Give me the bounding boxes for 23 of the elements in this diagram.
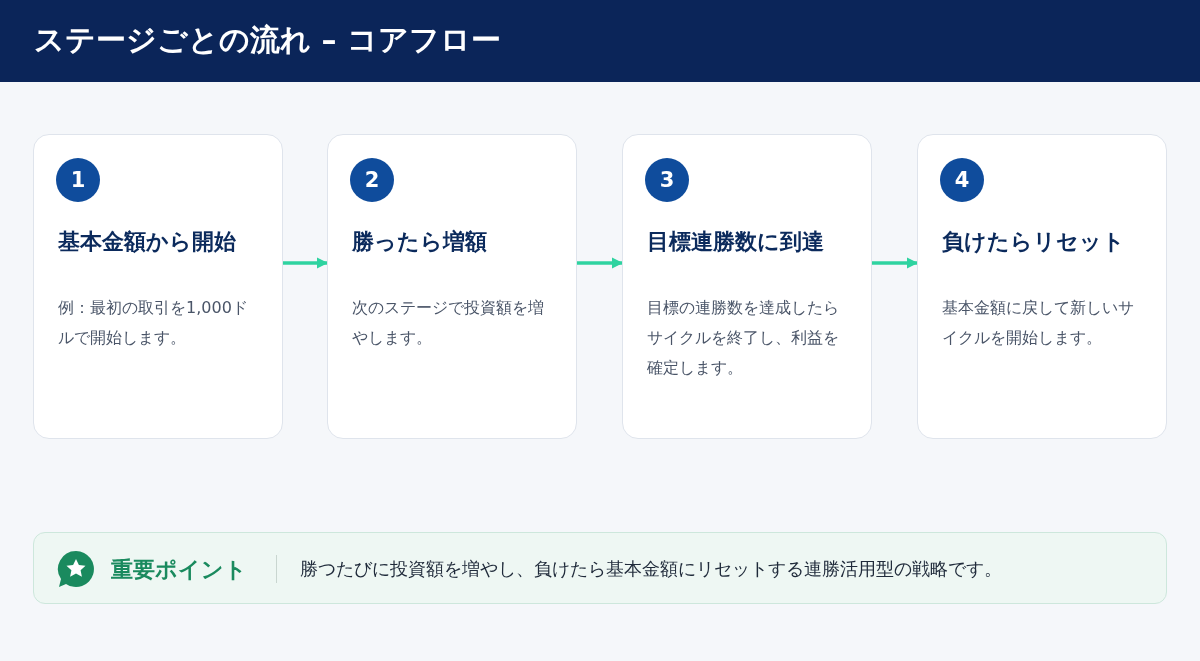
step-card xyxy=(327,134,577,439)
callout-heading: 重要ポイント xyxy=(111,556,247,584)
arrow xyxy=(283,257,329,269)
arrow xyxy=(872,257,919,269)
card-heading: 負けたらリセット xyxy=(942,228,1125,256)
card-text: 目標の連勝数を達成したらサイクルを終了し、利益を確定します。 xyxy=(647,297,840,379)
step-card xyxy=(917,134,1167,439)
callout-box xyxy=(33,532,1167,604)
card-text: 次のステージで投資額を増やします。 xyxy=(352,297,545,349)
arrow xyxy=(577,257,624,269)
step-number-badge: 2 xyxy=(350,158,394,202)
callout-text: 勝つたびに投資額を増やし、負けたら基本金額にリセットする連勝活用型の戦略です。 xyxy=(300,557,1002,581)
step-card xyxy=(33,134,283,439)
step-number-badge: 4 xyxy=(940,158,984,202)
step-number-badge: 1 xyxy=(56,158,100,202)
card-heading: 勝ったら増額 xyxy=(352,228,487,256)
card-heading: 目標連勝数に到達 xyxy=(647,228,824,256)
page-title: ステージごとの流れ – コアフロー xyxy=(34,21,501,59)
card-text: 例：最初の取引を1,000ドルで開始します。 xyxy=(58,297,249,349)
step-number-badge: 3 xyxy=(645,158,689,202)
card-text: 基本金額に戻して新しいサイクルを開始します。 xyxy=(942,297,1135,349)
step-card xyxy=(622,134,872,439)
card-heading: 基本金額から開始 xyxy=(58,228,236,256)
